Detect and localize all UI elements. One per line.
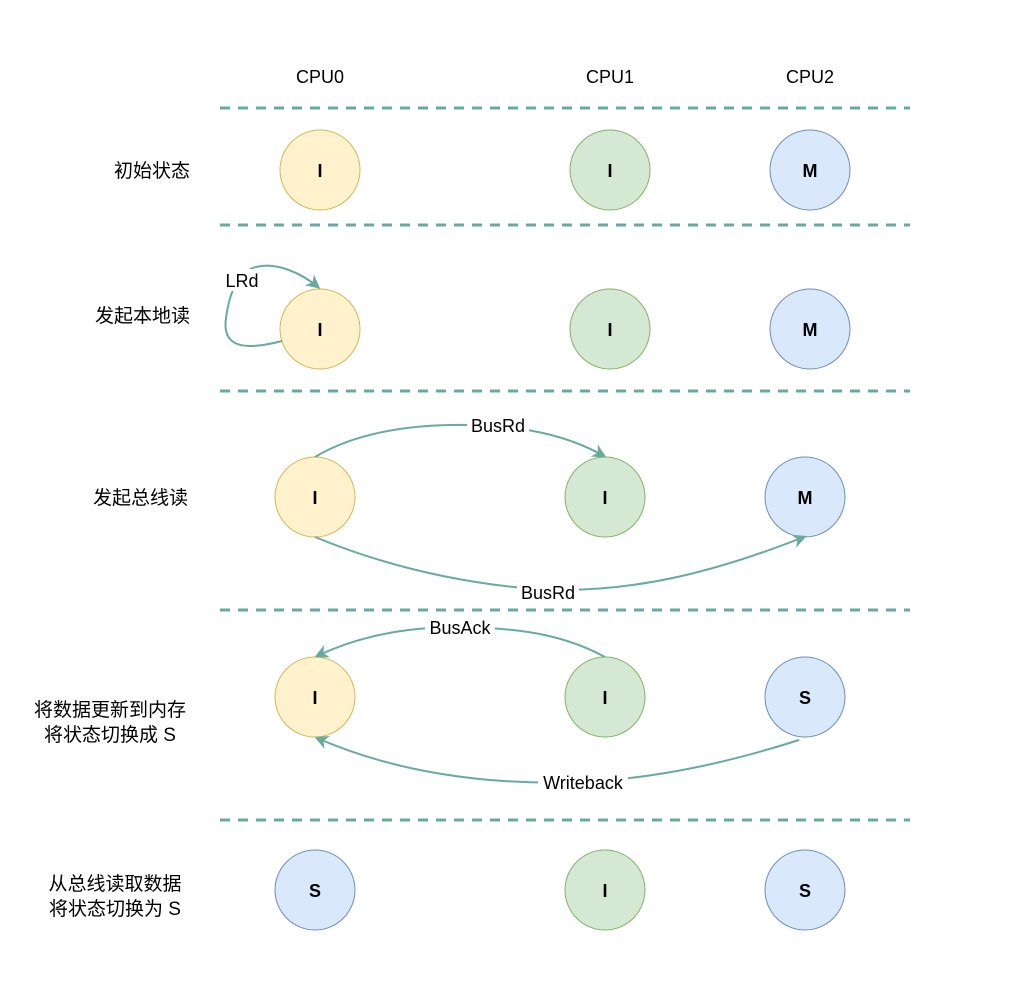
row-label-local-read: 发起本地读 [95,305,190,327]
state-node-cpu0: S [274,849,356,931]
edge-label-writeback: Writeback [543,773,624,793]
state-node-cpu1: I [564,456,646,538]
edge-label-background [425,616,495,638]
column-header-cpu2: CPU2 [786,67,834,87]
edge-label-busack: BusAck [429,618,491,638]
state-node-cpu1: I [569,288,651,370]
state-node-cpu1: I [564,849,646,931]
state-label: S [799,881,811,901]
state-node-cpu2: M [769,288,851,370]
state-node-cpu1: I [564,656,646,738]
edge-label-background [538,771,628,793]
state-label: S [799,688,811,708]
row-label-writeback-line1: 将数据更新到内存 [34,699,186,721]
row-label-initial: 初始状态 [114,160,190,182]
state-label: I [312,688,317,708]
row-label-read-data-line2: 将状态切换为 S [49,898,181,920]
state-label: M [798,488,813,508]
column-header-cpu1: CPU1 [586,67,634,87]
state-node-cpu0: I [274,456,356,538]
state-label: I [602,488,607,508]
state-label: I [602,688,607,708]
state-label: I [607,161,612,181]
state-node-cpu2: S [764,656,846,738]
state-label: I [312,488,317,508]
state-node-cpu0: I [279,129,361,211]
row-label-writeback-line2: 将状态切换成 S [44,724,176,746]
state-label: M [803,161,818,181]
state-label: S [309,881,321,901]
state-node-cpu2: M [764,456,846,538]
state-label: I [602,881,607,901]
edge-label-background [517,581,579,603]
state-node-cpu1: I [569,129,651,211]
state-label: I [317,161,322,181]
state-label: I [317,320,322,340]
edge-label-lrd: LRd [225,271,258,291]
edge-label-busrd-upper: BusRd [471,416,525,436]
state-label: I [607,320,612,340]
row-label-read-data-line1: 从总线读取数据 [48,873,181,895]
row-label-bus-read: 发起总线读 [93,487,188,509]
state-node-cpu2: M [769,129,851,211]
state-node-cpu2: S [764,849,846,931]
edge-label-background [222,269,262,291]
state-node-cpu0: I [279,288,361,370]
column-header-cpu0: CPU0 [296,67,344,87]
state-node-cpu0: I [274,656,356,738]
edge-label-background [467,414,529,436]
edge-label-busrd-lower: BusRd [521,583,575,603]
state-label: M [803,320,818,340]
edge-busrd-cpu0-cpu1 [314,423,607,458]
